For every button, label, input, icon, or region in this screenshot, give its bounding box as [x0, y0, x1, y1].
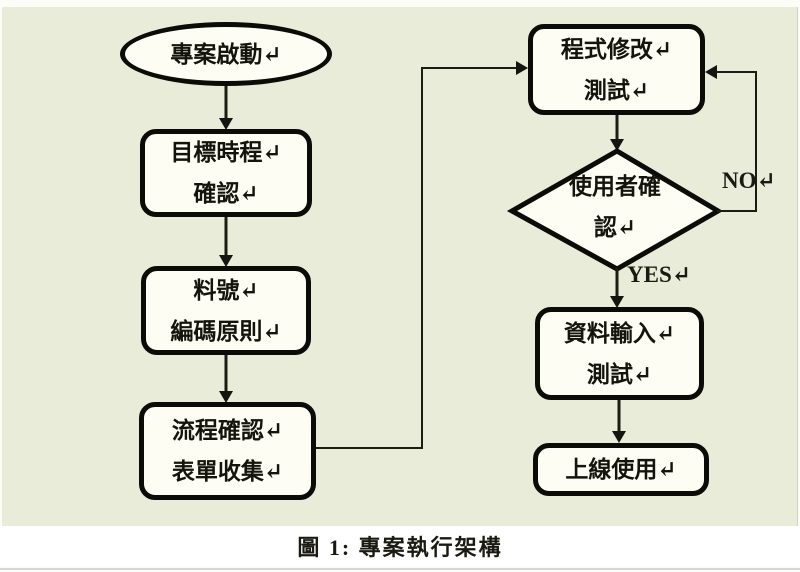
node-target-schedule: 目標時程↵ 確認↵: [140, 129, 312, 217]
edge-label-yes: YES↵: [627, 262, 692, 287]
node-process-confirm-forms: 流程確認↵ 表單收集↵: [139, 402, 316, 500]
node-line: 使用者確: [569, 174, 661, 199]
node-line: 料號↵: [193, 277, 259, 303]
node-user-confirm-label: 使用者確 認↵: [512, 166, 718, 248]
node-line: 上線使用↵: [565, 457, 677, 482]
bottom-divider: [0, 568, 800, 570]
node-data-input-test: 資料輸入↵ 測試↵: [535, 307, 704, 400]
node-line: 資料輸入↵: [563, 320, 676, 346]
node-line: 目標時程↵: [170, 140, 282, 165]
node-go-live: 上線使用↵: [533, 443, 709, 496]
node-line: 表單收集↵: [171, 459, 284, 484]
node-line: 確認↵: [193, 181, 259, 206]
node-line: 測試↵: [586, 361, 653, 387]
node-line: 測試↵: [583, 77, 650, 103]
node-line: 專案啟動↵: [170, 41, 282, 67]
node-program-modify-test: 程式修改↵ 測試↵: [528, 24, 705, 115]
node-line: 程式修改↵: [560, 36, 673, 62]
node-line: 編碼原則↵: [170, 318, 282, 344]
node-part-number-coding: 料號↵ 編碼原則↵: [141, 266, 311, 355]
node-line: 流程確認↵: [171, 418, 284, 443]
node-line: 認↵: [593, 215, 637, 240]
node-project-start: 專案啟動↵: [120, 22, 332, 86]
figure-caption: 圖 1: 專案執行架構: [0, 526, 800, 566]
edge-label-no: NO↵: [722, 168, 776, 193]
